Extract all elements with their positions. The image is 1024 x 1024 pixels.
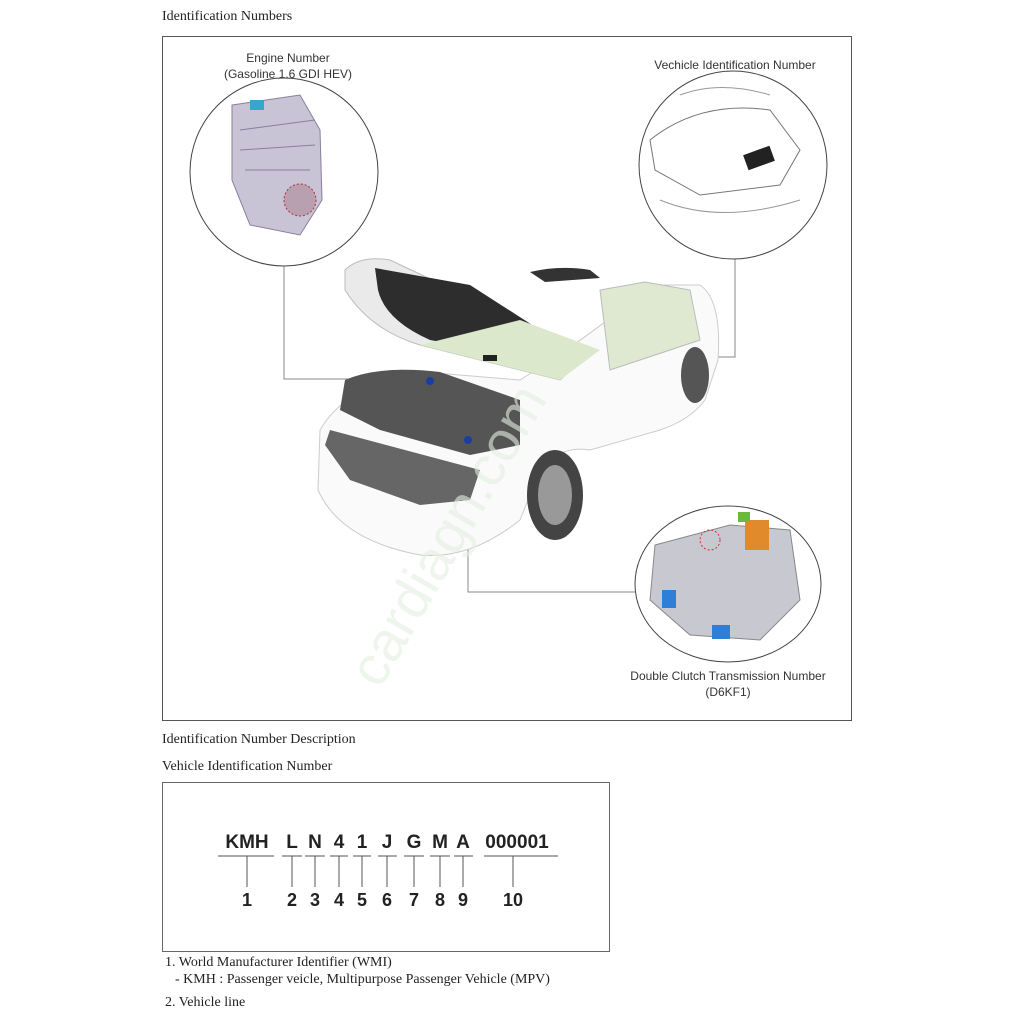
page-title: Identification Numbers xyxy=(162,9,293,24)
vin-callout xyxy=(638,70,828,260)
vin-char-serial: 000001 xyxy=(485,832,549,853)
vin-position-6: 6 xyxy=(381,890,393,910)
engine-number-label: Engine Number (Gasoline 1.6 GDI HEV) xyxy=(224,50,352,82)
description-item-1-detail: - KMH : Passenger veicle, Multipurpose P… xyxy=(175,972,550,987)
engine-number-dot xyxy=(426,377,434,385)
car-illustration xyxy=(317,258,720,557)
dct-label-line2: (D6KF1) xyxy=(705,685,751,699)
engine-callout xyxy=(189,77,379,267)
engine-label-line1: Engine Number xyxy=(246,51,330,65)
vin-position-2: 2 xyxy=(286,890,298,910)
vin-char-3: N xyxy=(308,832,322,853)
vin-position-4: 4 xyxy=(333,890,345,910)
transmission-callout xyxy=(634,505,822,663)
vin-section-heading: Vehicle Identification Number xyxy=(162,759,333,774)
vin-char-4: 4 xyxy=(333,832,345,853)
engine-label-line2: (Gasoline 1.6 GDI HEV) xyxy=(223,67,353,81)
vin-position-1: 1 xyxy=(241,890,253,910)
vin-position-3: 3 xyxy=(309,890,321,910)
vin-char-2: L xyxy=(286,832,298,853)
identification-figure xyxy=(162,36,852,721)
dct-label-line1: Double Clutch Transmission Number xyxy=(630,669,826,683)
vin-char-6: J xyxy=(381,832,393,853)
vin-diagram xyxy=(162,782,610,952)
vin-char-7: G xyxy=(406,832,422,853)
description-item-1: 1. World Manufacturer Identifier (WMI) xyxy=(165,955,392,970)
vin-position-7: 7 xyxy=(408,890,420,910)
vin-char-9: A xyxy=(456,832,470,853)
description-heading: Identification Number Description xyxy=(162,732,356,747)
vin-char-5: 1 xyxy=(356,832,368,853)
vin-position-9: 9 xyxy=(457,890,469,910)
vin-char-wmi: KMH xyxy=(225,832,269,853)
dct-number-label: Double Clutch Transmission Number (D6KF1… xyxy=(630,668,825,700)
vin-location-label: Vechicle Identification Number xyxy=(654,58,816,72)
vin-char-8: M xyxy=(432,832,448,853)
vin-position-8: 8 xyxy=(434,890,446,910)
transmission-number-dot xyxy=(464,436,472,444)
vin-position-10: 10 xyxy=(502,890,524,910)
vin-position-5: 5 xyxy=(356,890,368,910)
description-item-2: 2. Vehicle line xyxy=(165,995,246,1010)
